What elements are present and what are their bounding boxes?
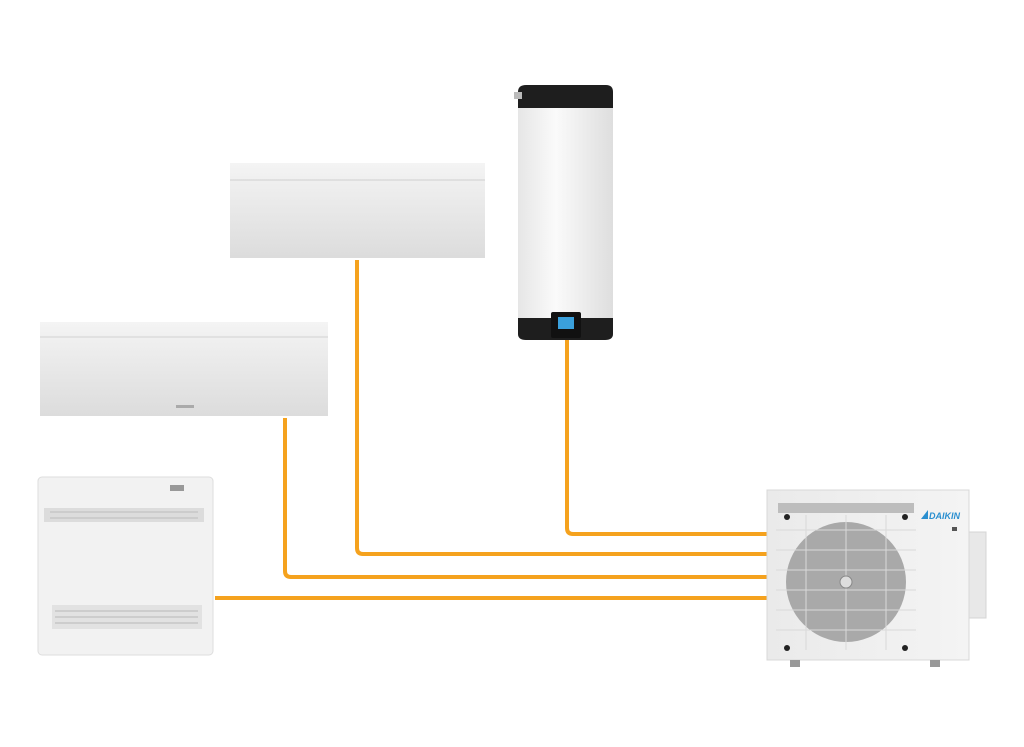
refrigerant-pipes [215, 260, 768, 600]
status-display [170, 485, 184, 491]
display-screen [558, 317, 574, 329]
fan-grille [776, 515, 916, 650]
wall-unit-lower [40, 322, 328, 416]
hot-water-tank [514, 85, 613, 340]
pipe-wall-lower [283, 418, 768, 579]
wall-unit-upper [230, 163, 485, 258]
pipe-tank [565, 340, 768, 536]
daikin-logo: DAIKIN [921, 510, 960, 521]
brand-logo [176, 405, 194, 408]
svg-text:DAIKIN: DAIKIN [929, 511, 960, 521]
floor-standing-unit [37, 476, 214, 656]
pipe-wall-upper [355, 260, 768, 556]
valve-icon [514, 92, 522, 99]
outdoor-unit: DAIKIN [766, 489, 987, 667]
